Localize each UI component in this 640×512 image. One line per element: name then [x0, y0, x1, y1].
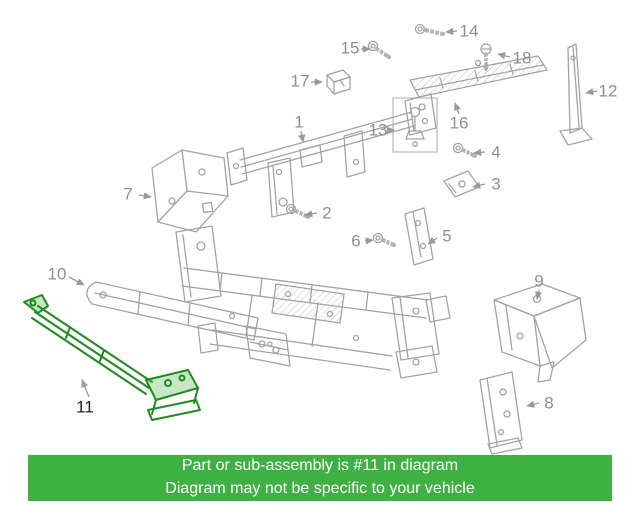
banner-line-2: Diagram may not be specific to your vehi…	[165, 480, 475, 497]
part-label-4: 4	[491, 142, 501, 162]
callout-arrows	[68, 27, 598, 408]
part-label-5: 5	[442, 226, 452, 246]
part-label-1: 1	[294, 112, 304, 132]
part-13-boxed-fastener-drawing	[392, 97, 438, 153]
banner-line-1: Part or sub-assembly is #11 in diagram	[181, 457, 459, 475]
part-label-9: 9	[534, 271, 544, 291]
part-label-6: 6	[351, 231, 361, 251]
part-6-bolt-drawing	[372, 232, 396, 248]
part-15-bolt-drawing	[367, 40, 391, 59]
part-label-3: 3	[491, 174, 501, 194]
part-label-12: 12	[598, 81, 618, 101]
diagram-note-banner: Part or sub-assembly is #11 in diagram D…	[28, 455, 612, 501]
part-label-15: 15	[340, 38, 360, 58]
part-17-clip-drawing	[326, 69, 351, 95]
part-14-bolt-drawing	[414, 23, 445, 38]
part-label-13: 13	[368, 120, 388, 140]
part-label-8: 8	[544, 393, 554, 413]
part-5-bracket-drawing	[404, 207, 434, 266]
part-label-10: 10	[47, 264, 67, 284]
part-10-bumper-beam-drawing	[86, 281, 291, 367]
part-2-bolt-drawing	[285, 203, 310, 219]
part-8-bracket-drawing	[479, 371, 523, 455]
part-7-bracket-drawing	[151, 149, 229, 233]
part-label-18: 18	[512, 48, 532, 68]
part-label-17: 17	[290, 71, 310, 91]
part-label-2: 2	[322, 203, 332, 223]
part-16-panel-drawing	[409, 55, 548, 98]
part-9-bracket-drawing	[493, 283, 587, 383]
part-1-upper-tie-bar-drawing	[226, 93, 437, 218]
part-4-bolt-drawing	[452, 142, 477, 158]
lower-radiator-support-drawing	[175, 225, 451, 379]
part-label-14: 14	[459, 21, 479, 41]
part-label-7: 7	[123, 184, 133, 204]
part-11-crossmember-drawing	[23, 294, 201, 421]
part-label-16: 16	[449, 113, 469, 133]
part-12-bracket-drawing	[559, 43, 593, 146]
part-label-11-highlighted: 11	[76, 397, 94, 417]
part-3-bracket-drawing	[443, 170, 480, 198]
